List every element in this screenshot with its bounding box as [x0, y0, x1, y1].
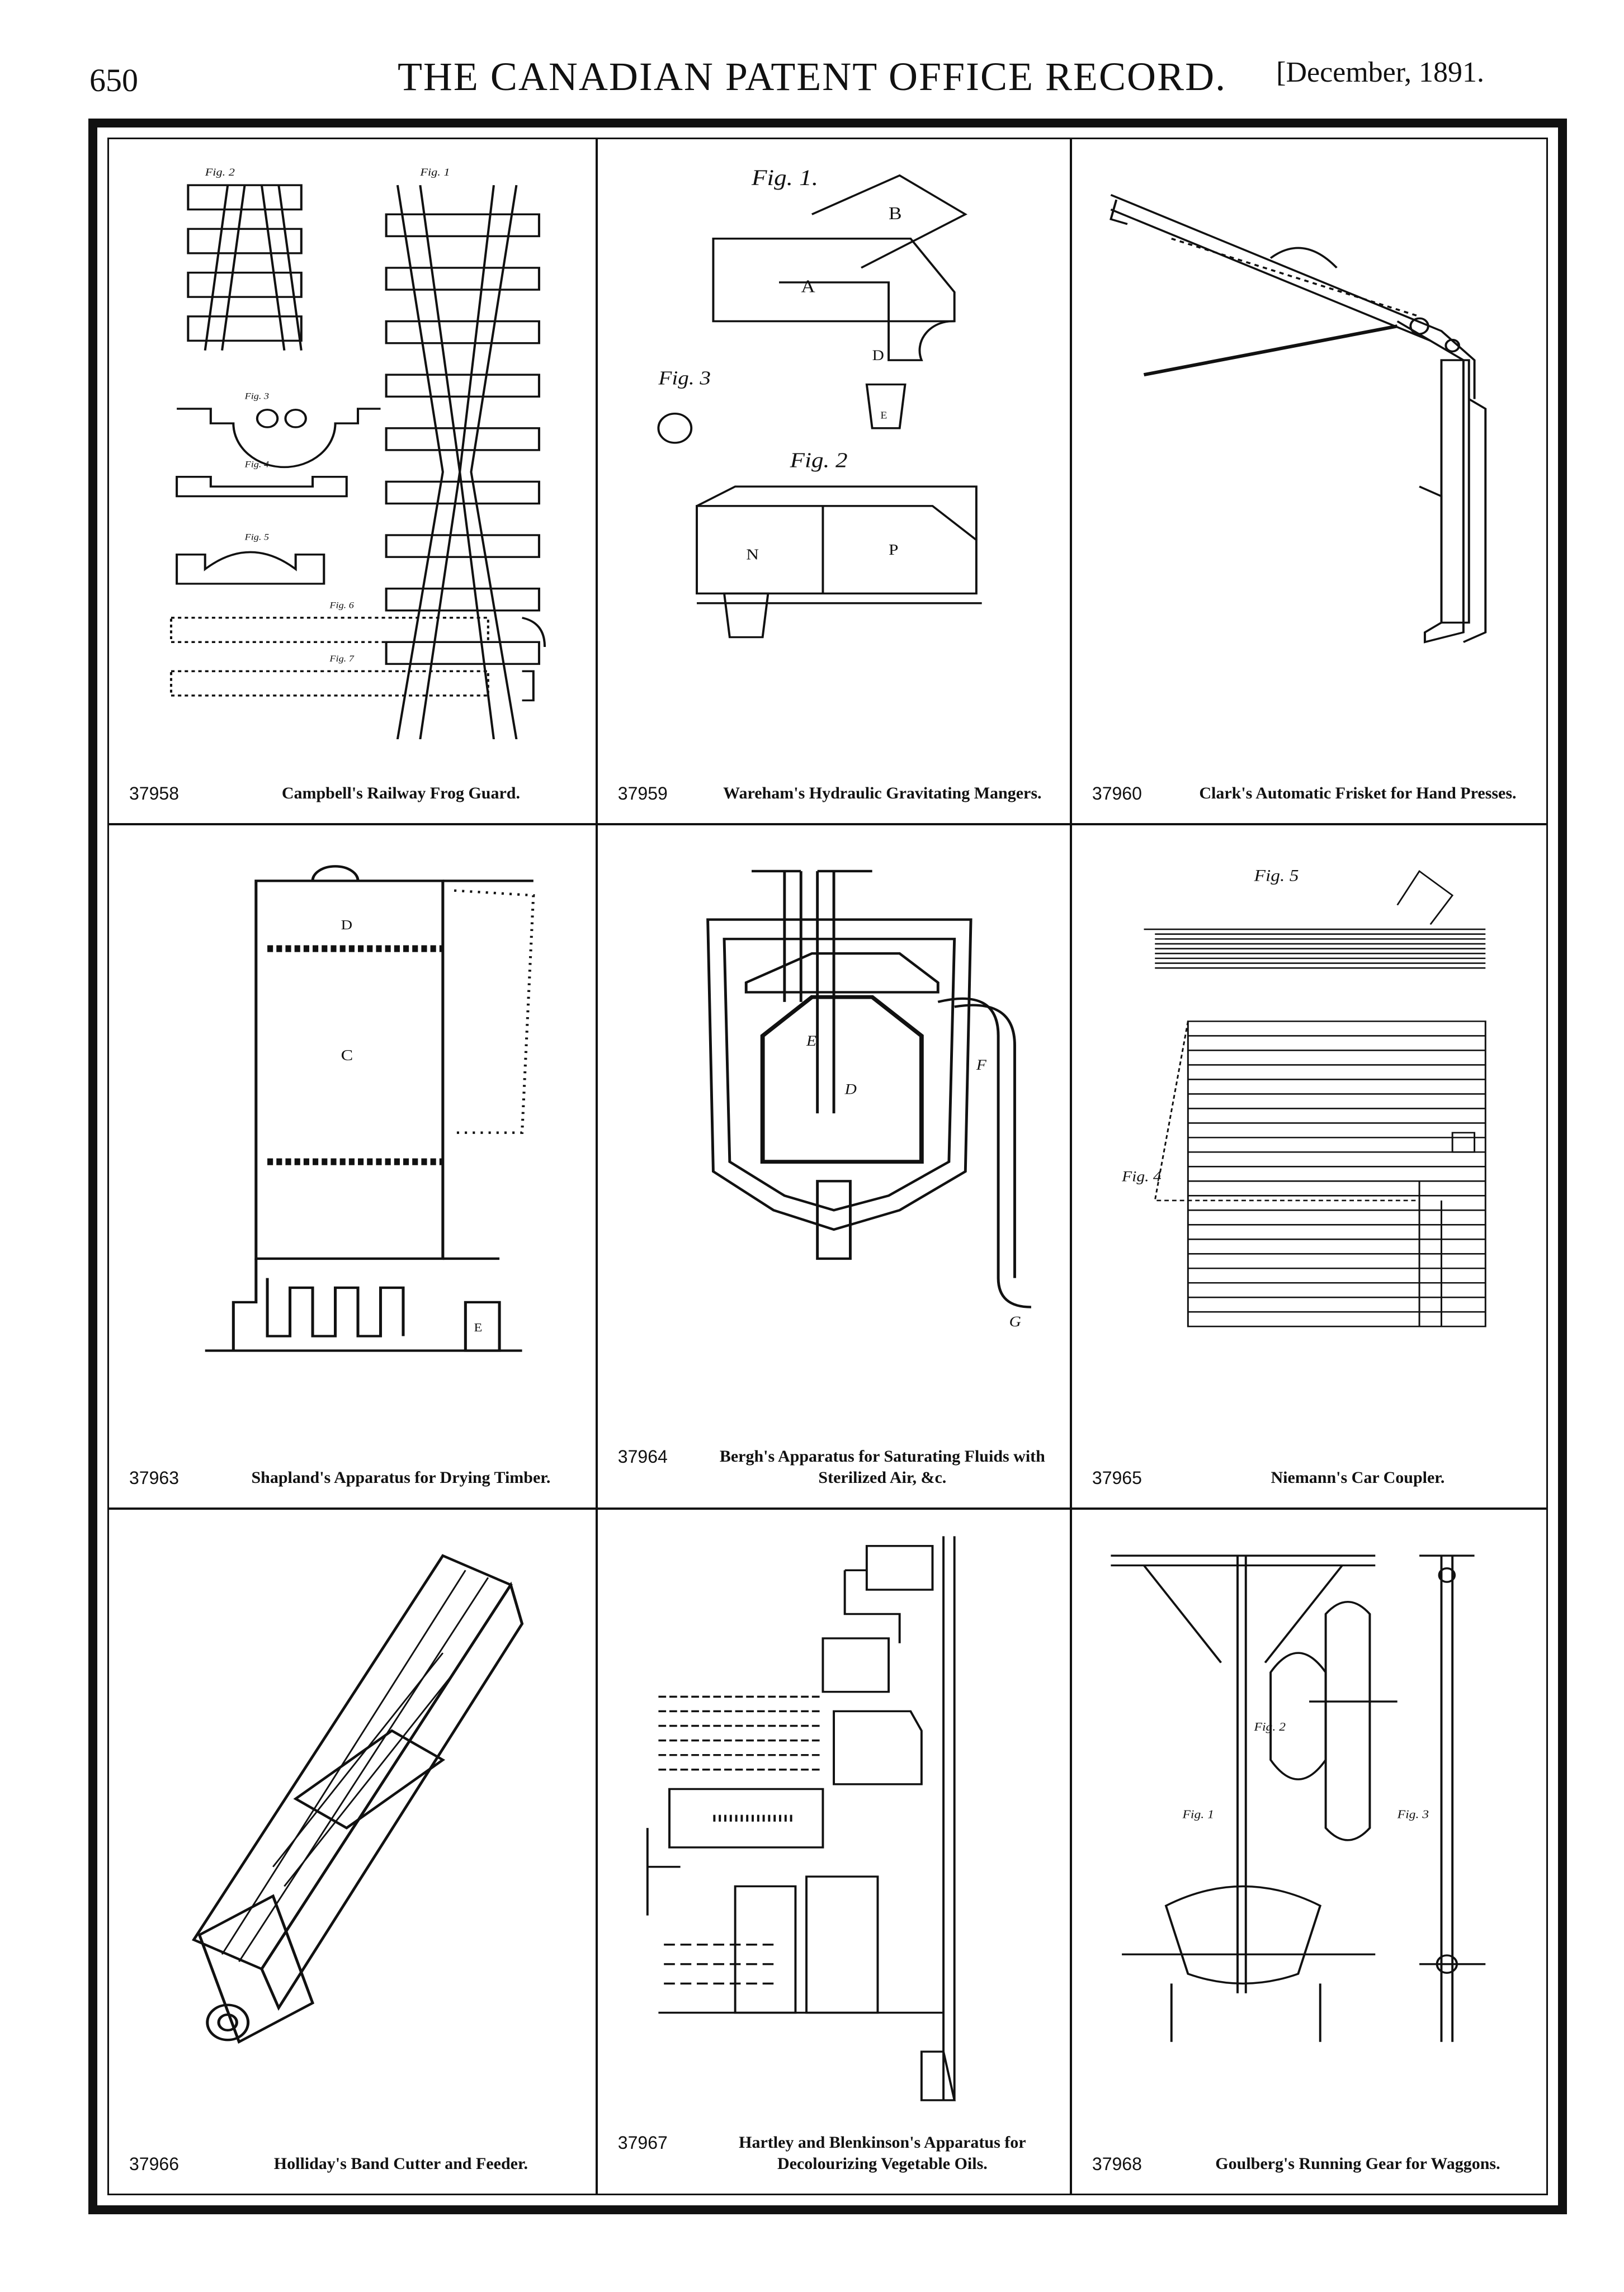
patent-number: 37964 [617, 1446, 668, 1467]
running-title: THE CANADIAN PATENT OFFICE RECORD. [397, 54, 1227, 99]
svg-text:Fig. 1: Fig. 1 [1182, 1808, 1214, 1821]
patent-number: 37967 [617, 2132, 668, 2153]
svg-text:Fig. 4: Fig. 4 [1121, 1169, 1162, 1185]
svg-text:E: E [880, 410, 887, 421]
svg-text:D: D [341, 918, 352, 933]
svg-text:Fig. 6: Fig. 6 [329, 601, 354, 611]
patent-drawing [1089, 156, 1529, 739]
patent-number: 37959 [617, 783, 668, 804]
patent-drawing: Fig. 5 Fig. 4 [1089, 842, 1529, 1423]
patent-cell: D C E 37963 Shapland's Apparatus for Dry… [109, 825, 598, 1510]
patent-title: Hartley and Blenkinson's Apparatus for D… [739, 2133, 1026, 2173]
svg-text:F: F [976, 1057, 987, 1074]
patent-caption: 37967 Hartley and Blenkinson's Apparatus… [618, 2132, 1050, 2175]
patent-caption: 37963 Shapland's Apparatus for Drying Ti… [129, 1467, 575, 1488]
svg-text:C: C [341, 1046, 353, 1064]
patent-cell: Fig. 1. B A D E Fig. 3 Fig. 2 N [597, 139, 1072, 826]
patent-title: Niemann's Car Coupler. [1271, 1468, 1445, 1487]
patent-drawing: Fig. 1. B A D E Fig. 3 Fig. 2 N [615, 156, 1053, 739]
patent-caption: 37959 Wareham's Hydraulic Gravitating Ma… [618, 783, 1050, 804]
patent-plate-frame: Fig. 2 Fig. 1 Fig. 3 Fig. 4 Fig. 5 Fig. … [88, 119, 1567, 2214]
svg-text:Fig. 4: Fig. 4 [244, 460, 269, 470]
svg-text:A: A [801, 277, 815, 296]
patent-drawing [615, 1527, 1053, 2110]
patent-cell: 37966 Holliday's Band Cutter and Feeder. [109, 1509, 598, 2194]
patent-cell: 37967 Hartley and Blenkinson's Apparatus… [598, 1509, 1072, 2194]
patent-cell: Fig. 1 Fig. 2 Fig. 3 37968 Goulberg's Ru… [1072, 1510, 1546, 2194]
svg-text:Fig. 5: Fig. 5 [244, 532, 269, 542]
svg-text:Fig. 5: Fig. 5 [1253, 866, 1299, 885]
patent-drawing: Fig. 1 Fig. 2 Fig. 3 [1089, 1527, 1529, 2110]
fig-label: Fig. 2 [205, 167, 235, 178]
patent-cell: Fig. 5 Fig. 4 37965 Niemann's Car Couple… [1071, 825, 1546, 1510]
patent-number: 37965 [1092, 1467, 1142, 1488]
svg-text:Fig. 3: Fig. 3 [658, 368, 711, 389]
patent-cell: Fig. 2 Fig. 1 Fig. 3 Fig. 4 Fig. 5 Fig. … [109, 139, 598, 826]
patent-title: Shapland's Apparatus for Drying Timber. [251, 1468, 551, 1487]
patent-title: Goulberg's Running Gear for Waggons. [1215, 2154, 1500, 2173]
patent-title: Holliday's Band Cutter and Feeder. [273, 2154, 528, 2173]
svg-text:Fig. 7: Fig. 7 [329, 654, 355, 664]
patent-drawing: D C E [126, 842, 579, 1423]
patent-caption: 37966 Holliday's Band Cutter and Feeder. [129, 2153, 575, 2175]
patent-caption: 37958 Campbell's Railway Frog Guard. [129, 783, 575, 804]
patent-cell: 37960 Clark's Automatic Frisket for Hand… [1071, 139, 1546, 826]
patent-cell: E D F G 37964 Bergh's Apparatus for Satu… [597, 825, 1072, 1510]
patent-grid: Fig. 2 Fig. 1 Fig. 3 Fig. 4 Fig. 5 Fig. … [107, 138, 1548, 2195]
page-number: 650 [89, 62, 138, 98]
patent-caption: 37960 Clark's Automatic Frisket for Hand… [1092, 783, 1526, 804]
svg-text:P: P [889, 541, 898, 558]
patent-title: Bergh's Apparatus for Saturating Fluids … [719, 1447, 1045, 1487]
patent-title: Campbell's Railway Frog Guard. [281, 784, 520, 803]
patent-caption: 37965 Niemann's Car Coupler. [1092, 1467, 1526, 1488]
patent-drawing [126, 1527, 579, 2110]
patent-title: Wareham's Hydraulic Gravitating Mangers. [723, 784, 1042, 803]
page-header: 650 THE CANADIAN PATENT OFFICE RECORD. [… [0, 0, 1624, 117]
running-date: [December, 1891. [1276, 56, 1484, 88]
patent-drawing: E D F G [615, 842, 1053, 1423]
patent-number: 37966 [129, 2153, 179, 2174]
svg-text:N: N [746, 546, 759, 563]
svg-text:E: E [806, 1033, 816, 1049]
svg-text:Fig. 2: Fig. 2 [789, 448, 847, 472]
patent-number: 37958 [129, 783, 179, 804]
svg-text:G: G [1009, 1314, 1021, 1330]
patent-drawing: Fig. 2 Fig. 1 Fig. 3 Fig. 4 Fig. 5 Fig. … [126, 156, 579, 740]
svg-text:D: D [872, 348, 884, 364]
patent-title: Clark's Automatic Frisket for Hand Press… [1199, 784, 1517, 803]
patent-number: 37960 [1092, 783, 1142, 804]
svg-text:Fig. 2: Fig. 2 [1253, 1720, 1286, 1733]
fig-label: Fig. 1 [419, 167, 450, 178]
svg-text:D: D [844, 1081, 856, 1098]
patent-number: 37968 [1092, 2153, 1142, 2174]
svg-text:Fig. 3: Fig. 3 [1396, 1808, 1429, 1821]
patent-caption: 37968 Goulberg's Running Gear for Waggon… [1092, 2153, 1526, 2175]
svg-text:Fig. 1.: Fig. 1. [751, 166, 818, 190]
patent-caption: 37964 Bergh's Apparatus for Saturating F… [618, 1446, 1050, 1488]
svg-text:E: E [474, 1321, 483, 1334]
patent-number: 37963 [129, 1467, 179, 1488]
svg-text:Fig. 3: Fig. 3 [244, 391, 269, 401]
svg-text:B: B [889, 204, 902, 224]
